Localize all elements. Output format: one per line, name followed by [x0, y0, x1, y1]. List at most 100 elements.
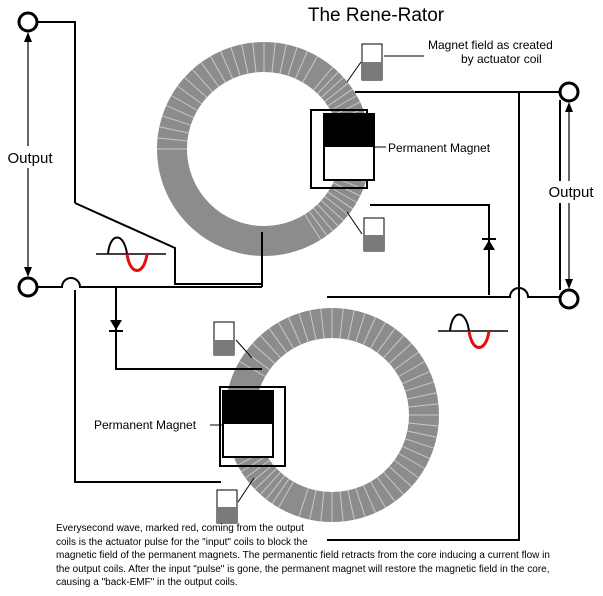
winding-turn [407, 430, 437, 438]
winding-turn [313, 66, 334, 91]
winding-turn [330, 95, 357, 111]
winding-turn [252, 42, 257, 73]
winding-turn [184, 77, 208, 98]
winding-turn [302, 56, 318, 83]
winding-turn [402, 371, 430, 385]
diode-right [482, 238, 496, 250]
diagram-title: The Rene-Rator [308, 5, 445, 26]
bottom-toroid-windings [227, 308, 439, 522]
terminal-bottom-left [17, 276, 39, 298]
permanent-magnet-top [323, 113, 375, 181]
caption: Everysecond wave, marked red, coming fro… [56, 522, 601, 590]
winding-turn [405, 438, 434, 449]
winding-turn [252, 343, 276, 364]
winding-turn [249, 464, 274, 485]
winding-turn [230, 47, 241, 76]
winding-turn [394, 351, 419, 371]
winding-turn [287, 47, 298, 76]
winding-turn [370, 322, 386, 349]
caption-line: magnetic field of the permanent magnets.… [56, 550, 550, 562]
winding-turn [271, 478, 290, 504]
magnet-field-label-line1: Magnet field as created [428, 38, 553, 52]
winding-turn [260, 335, 281, 359]
magnet-field-label-line2: by actuator coil [461, 52, 542, 66]
winding-turn [327, 88, 353, 107]
winding-turn [313, 207, 334, 232]
winding-turn [407, 392, 437, 400]
winding-turn [376, 328, 396, 353]
terminal-bottom-right [558, 288, 580, 310]
winding-turn [405, 381, 434, 392]
winding-turn [298, 488, 309, 517]
caption-line: causing a "back-EMF" in the output coils… [56, 577, 238, 589]
winding-turn [278, 322, 294, 349]
permanent-magnet-top-label: Permanent Magnet [388, 141, 491, 155]
winding-turn [304, 214, 322, 241]
caption-line: coils is the actuator pulse for the "inp… [56, 536, 308, 548]
winding-turn [171, 95, 198, 111]
winding-turn [320, 200, 344, 221]
winding-turn [192, 69, 213, 93]
winding-turn [362, 485, 376, 513]
winding-turn [309, 310, 317, 340]
winding-turn [347, 310, 355, 340]
field-indicator-top [361, 43, 383, 81]
winding-turn [332, 182, 361, 197]
winding-turn [388, 466, 412, 487]
winding-turn [265, 475, 285, 500]
winding-turn [308, 211, 328, 236]
winding-turn [159, 126, 189, 134]
winding-turn [271, 42, 276, 73]
winding-turn [402, 445, 430, 459]
permanent-magnet-bottom-label: Permanent Magnet [94, 418, 197, 432]
winding-turn [294, 51, 308, 79]
winding-turn [398, 453, 425, 469]
caption-line: Everysecond wave, marked red, coming fro… [56, 523, 304, 534]
winding-turn [157, 137, 188, 142]
field-indicator-bottom-upper [213, 321, 235, 356]
winding-turn [254, 468, 277, 490]
winding-turn [298, 313, 309, 342]
winding-turn [347, 490, 355, 520]
winding-turn [240, 455, 267, 473]
winding-turn [362, 317, 376, 345]
winding-turn [327, 191, 353, 210]
waveform-left [96, 236, 166, 272]
winding-turn [324, 82, 349, 102]
winding-turn [210, 56, 226, 83]
winding-turn [330, 187, 357, 203]
winding-turn [388, 343, 412, 364]
winding-turn [320, 491, 325, 522]
output-label-left: Output [7, 150, 53, 167]
winding-turn [408, 422, 439, 427]
winding-turn [220, 51, 234, 79]
winding-turn [370, 481, 386, 508]
winding-turn [241, 44, 249, 74]
wiring [37, 21, 561, 541]
winding-turn [309, 490, 317, 520]
winding-turn [288, 317, 302, 345]
winding-turn [383, 471, 404, 495]
diode-left [109, 320, 123, 332]
winding-turn [408, 403, 439, 408]
winding-turn [177, 85, 202, 105]
winding-turn [355, 488, 366, 517]
winding-turn [339, 491, 344, 522]
winding-turn [278, 481, 294, 508]
winding-turn [200, 62, 220, 87]
winding-turn [260, 471, 281, 495]
field-indicator-bottom-lower [216, 489, 238, 524]
caption-line: the output coils. After the input "pulse… [56, 563, 550, 575]
winding-turn [166, 105, 194, 119]
winding-turn [268, 328, 288, 353]
winding-turn [324, 196, 349, 216]
winding-turn [317, 71, 339, 94]
waveform-right [438, 313, 508, 349]
winding-turn [355, 313, 366, 342]
winding-turn [383, 335, 404, 359]
terminal-top-right [558, 81, 580, 103]
winding-turn [398, 361, 425, 377]
winding-turn [339, 308, 344, 339]
winding-turn [279, 44, 287, 74]
